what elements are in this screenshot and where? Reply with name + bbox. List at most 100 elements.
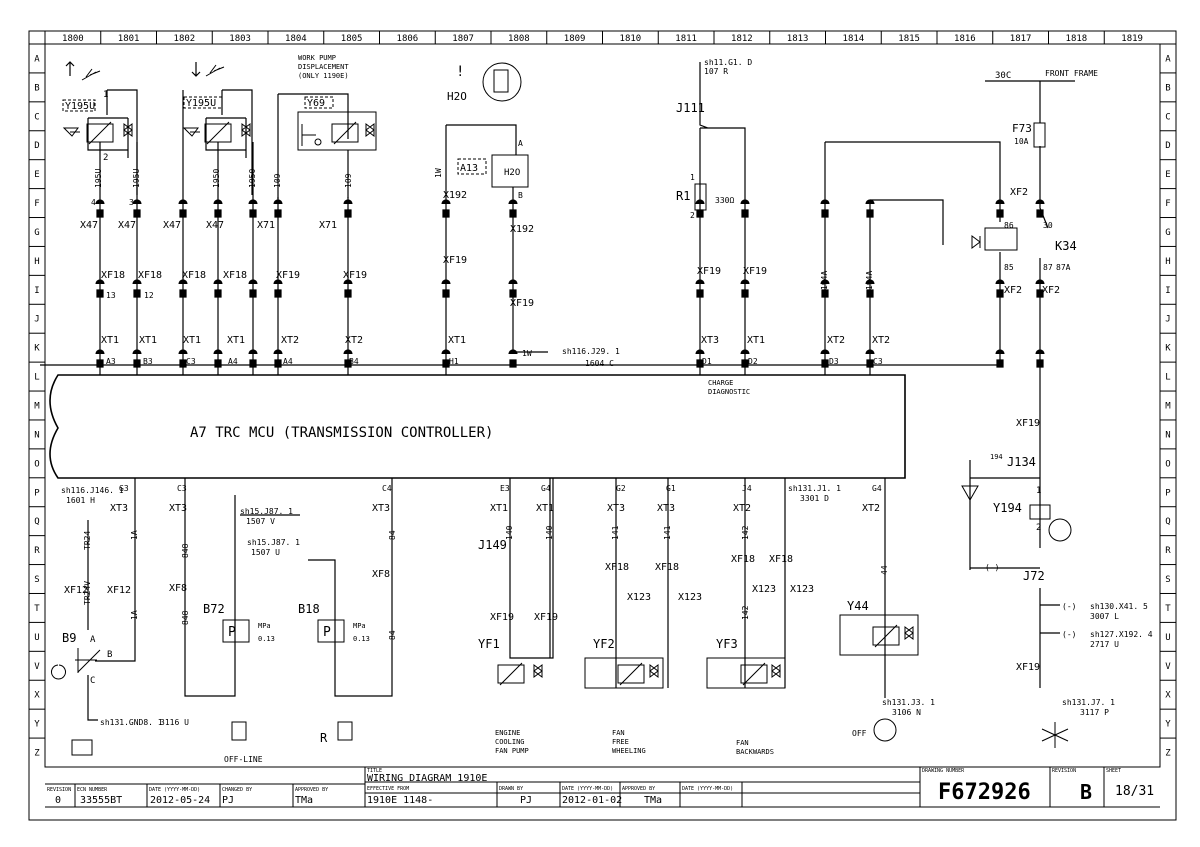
svg-text:140: 140 [545, 525, 554, 540]
svg-text:EFFECTIVE FROM: EFFECTIVE FROM [367, 786, 409, 792]
svg-text:sh131.GND8. 1: sh131.GND8. 1 [100, 718, 163, 727]
a13-group: ! H2O H2O A13 AB 1W X192 X192 XF19 XF19 … [434, 62, 620, 375]
row-label: M [1165, 402, 1171, 412]
svg-text:1: 1 [1036, 486, 1041, 496]
svg-text:142: 142 [741, 605, 750, 620]
svg-text:84: 84 [388, 630, 397, 640]
row-label: T [1165, 604, 1171, 614]
row-label: Q [34, 517, 39, 527]
connector-pin [343, 199, 353, 218]
connector-pin [95, 279, 105, 298]
connector-pin [213, 279, 223, 298]
svg-text:B: B [1080, 780, 1092, 804]
svg-text:DATE (YYYY-MM-DD): DATE (YYYY-MM-DD) [149, 787, 200, 793]
svg-text:XF18: XF18 [769, 554, 793, 565]
svg-text:X192: X192 [510, 224, 534, 235]
svg-text:XF8: XF8 [372, 569, 390, 580]
svg-text:XF12: XF12 [64, 585, 88, 596]
svg-text:XT1: XT1 [490, 503, 508, 514]
svg-text:XT2: XT2 [872, 335, 890, 346]
svg-text:PJ: PJ [222, 795, 234, 806]
svg-text:194: 194 [990, 453, 1003, 461]
svg-text:OFF-LINE: OFF-LINE [224, 755, 263, 764]
row-label: X [34, 691, 40, 701]
row-label: A [34, 54, 40, 64]
svg-text:C3: C3 [873, 357, 883, 366]
svg-text:(-): (-) [1062, 630, 1076, 639]
svg-text:107 R: 107 R [704, 67, 728, 76]
svg-text:G1: G1 [666, 484, 676, 493]
row-label: N [1165, 430, 1170, 440]
svg-text:X123: X123 [790, 584, 814, 595]
svg-text:DRAWN BY: DRAWN BY [499, 786, 523, 792]
column-label: 1807 [452, 34, 474, 44]
column-label: 1809 [564, 34, 586, 44]
connector-pin [132, 199, 142, 218]
svg-text:1910E 1148-: 1910E 1148- [367, 795, 433, 806]
svg-text:XF19: XF19 [1016, 662, 1040, 673]
column-label: 1806 [397, 34, 419, 44]
svg-text:COOLING: COOLING [495, 738, 525, 746]
svg-text:X47: X47 [163, 220, 181, 231]
column-label: 1814 [843, 34, 865, 44]
row-label: E [1165, 170, 1170, 180]
svg-text:13: 13 [106, 291, 116, 300]
svg-text:FAN: FAN [612, 729, 625, 737]
svg-text:4: 4 [91, 198, 96, 207]
k34-group: 30C FRONT FRAME F73 10A K34 86 85 87 87A… [40, 69, 1098, 378]
row-label: D [1165, 141, 1170, 151]
svg-text:C3: C3 [177, 484, 187, 493]
svg-text:XT3: XT3 [657, 503, 675, 514]
svg-text:B4: B4 [349, 357, 359, 366]
row-label: P [34, 488, 40, 498]
svg-text:XT1: XT1 [139, 335, 157, 346]
row-label: F [34, 199, 39, 209]
row-label: C [34, 112, 39, 122]
svg-text:R: R [320, 731, 328, 745]
svg-text:XT1: XT1 [183, 335, 201, 346]
svg-text:H2O: H2O [447, 90, 467, 103]
row-label: H [1165, 257, 1170, 267]
svg-text:sh15.J87. 1: sh15.J87. 1 [240, 507, 293, 516]
svg-text:195U: 195U [132, 169, 141, 188]
row-label: G [34, 228, 39, 238]
svg-text:FAN PUMP: FAN PUMP [495, 747, 529, 755]
svg-text:DATE (YYYY-MM-DD): DATE (YYYY-MM-DD) [682, 786, 733, 792]
svg-text:3106 N: 3106 N [892, 708, 921, 717]
svg-text:141: 141 [663, 525, 672, 540]
row-label: C [1165, 112, 1170, 122]
column-label: 1800 [62, 34, 84, 44]
svg-text:ECN NUMBER: ECN NUMBER [77, 787, 108, 793]
svg-text:3117 P: 3117 P [1080, 708, 1109, 717]
column-label: 1801 [118, 34, 140, 44]
svg-text:sh127.X192. 4: sh127.X192. 4 [1090, 630, 1153, 639]
row-label: U [34, 633, 39, 643]
yf3-group: J4 sh131.J1. 1 3301 D XT2 XF18 XF18 X123… [706, 484, 841, 756]
svg-text:!: ! [456, 64, 464, 80]
svg-text:DATE (YYYY-MM-DD): DATE (YYYY-MM-DD) [562, 786, 613, 792]
svg-text:XF8: XF8 [169, 583, 187, 594]
connector-pin [132, 279, 142, 298]
svg-text:XF19: XF19 [343, 270, 367, 281]
svg-text:(ONLY 1190E): (ONLY 1190E) [298, 72, 349, 80]
svg-text:F73: F73 [1012, 122, 1032, 135]
row-label: Q [1165, 517, 1170, 527]
svg-text:2: 2 [1036, 523, 1041, 533]
pump-icon [1048, 518, 1072, 542]
column-label: 1817 [1010, 34, 1032, 44]
svg-text:TR24V: TR24V [83, 581, 92, 605]
svg-text:XT2: XT2 [827, 335, 845, 346]
svg-text:J4: J4 [742, 484, 752, 493]
inner-border [44, 43, 1161, 768]
svg-text:A4: A4 [228, 357, 238, 366]
svg-text:B3: B3 [143, 357, 153, 366]
svg-text:84: 84 [388, 530, 397, 540]
yf1-group: E3 G4 XT1 XT1 J149 XF19 XF19 140 140 YF1… [478, 484, 558, 755]
row-label: J [1165, 315, 1170, 325]
svg-text:D1: D1 [702, 357, 712, 366]
row-label: V [34, 662, 40, 672]
svg-text:sh131.J1. 1: sh131.J1. 1 [788, 484, 841, 493]
row-label: X [1165, 691, 1171, 701]
fuel-water-icon [482, 62, 522, 102]
